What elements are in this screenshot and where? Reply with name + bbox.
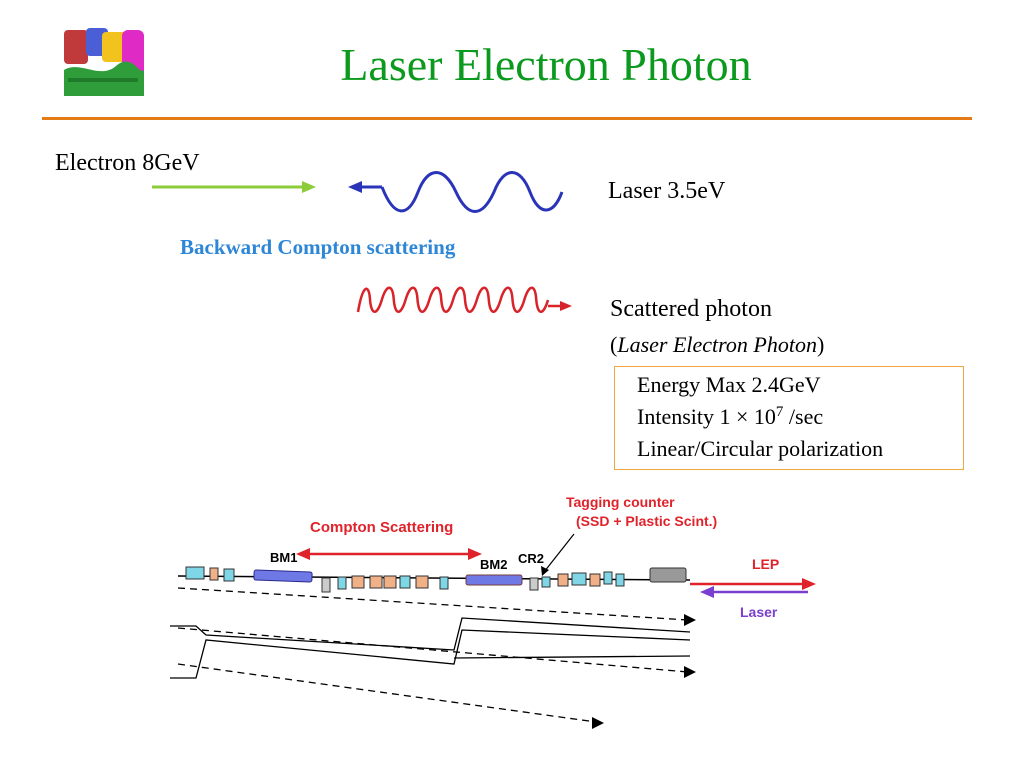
lep-paren-open: ( <box>610 332 618 357</box>
cr2-label: CR2 <box>518 551 545 566</box>
lep-arrow <box>690 578 816 590</box>
bm1-label: BM1 <box>270 550 298 565</box>
compton-scattering-label: Compton Scattering <box>310 519 454 536</box>
spec-energy: Energy Max 2.4GeV <box>637 372 821 397</box>
beamline-elements <box>185 566 687 593</box>
spec-polarization: Linear/Circular polarization <box>637 436 884 461</box>
title-divider <box>42 117 972 120</box>
process-label: Backward Compton scattering <box>180 235 456 259</box>
compton-range-arrow <box>296 548 482 560</box>
lep-paren-text: Laser Electron Photon <box>617 332 817 357</box>
laser-label: Laser 3.5eV <box>608 178 726 204</box>
electron-orbit <box>170 617 691 679</box>
laser-beam-label: Laser <box>740 604 778 620</box>
electron-label: Electron 8GeV <box>55 150 200 176</box>
bm2-magnet <box>465 574 523 586</box>
tagging-pointer <box>543 533 575 573</box>
logo-icon <box>64 28 144 96</box>
lep-paren-close: ) <box>816 332 825 357</box>
spec-intensity-exponent: 7 <box>775 404 784 420</box>
tagging-counter-label: Tagging counter <box>566 494 675 510</box>
laser-arrow <box>700 586 808 598</box>
page-title: Laser Electron Photon <box>340 39 752 90</box>
bm2-label: BM2 <box>480 557 508 572</box>
bm1-magnet <box>253 569 313 583</box>
laser-wave <box>348 171 564 213</box>
lep-note: (Laser Electron Photon) <box>610 332 824 358</box>
tagging-counter-detail: (SSD + Plastic Scint.) <box>576 513 718 529</box>
spec-intensity-prefix: Intensity 1 × 10 <box>637 404 776 429</box>
lep-label: LEP <box>752 556 780 572</box>
spec-intensity-suffix: /sec <box>783 404 824 429</box>
spec-box: Energy Max 2.4GeV Intensity 1 × 107 /sec… <box>614 366 964 470</box>
photon-paths <box>177 587 689 723</box>
electron-arrow <box>152 181 316 193</box>
spec-intensity: Intensity 1 × 107 /sec <box>637 401 963 433</box>
scattered-photon-label: Scattered photon <box>610 296 772 322</box>
photon-wave <box>356 286 572 313</box>
